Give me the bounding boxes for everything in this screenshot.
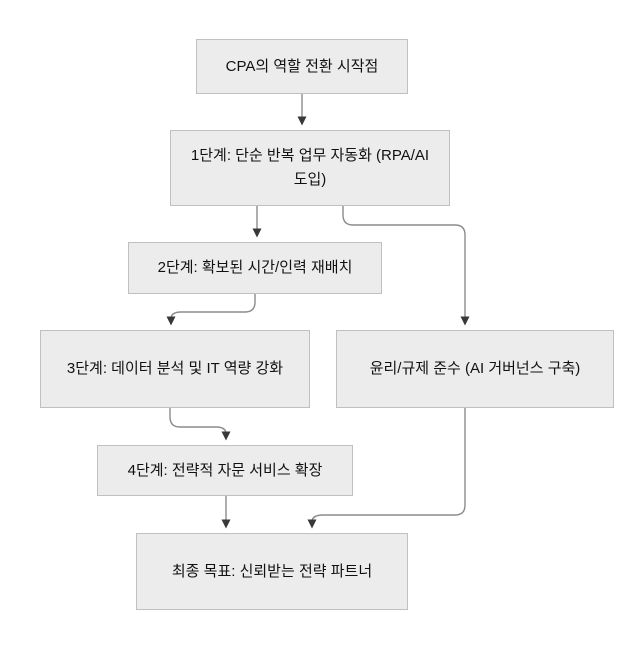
edge-step3-step4 (169, 408, 231, 441)
node-step4-advisory: 4단계: 전략적 자문 서비스 확장 (97, 445, 353, 496)
edge-ethics-goal (307, 408, 466, 529)
node-step3-data-it: 3단계: 데이터 분석 및 IT 역량 강화 (40, 330, 310, 408)
node-cpa-start: CPA의 역할 전환 시작점 (196, 39, 408, 94)
edge-step2-step3 (166, 294, 256, 326)
node-step1-automation: 1단계: 단순 반복 업무 자동화 (RPA/AI 도입) (170, 130, 450, 206)
node-step2-reallocation: 2단계: 확보된 시간/인력 재배치 (128, 242, 382, 294)
node-ethics-compliance: 윤리/규제 준수 (AI 거버넌스 구축) (336, 330, 614, 408)
edge-step1-ethics (342, 206, 470, 326)
node-final-goal: 최종 목표: 신뢰받는 전략 파트너 (136, 533, 408, 610)
